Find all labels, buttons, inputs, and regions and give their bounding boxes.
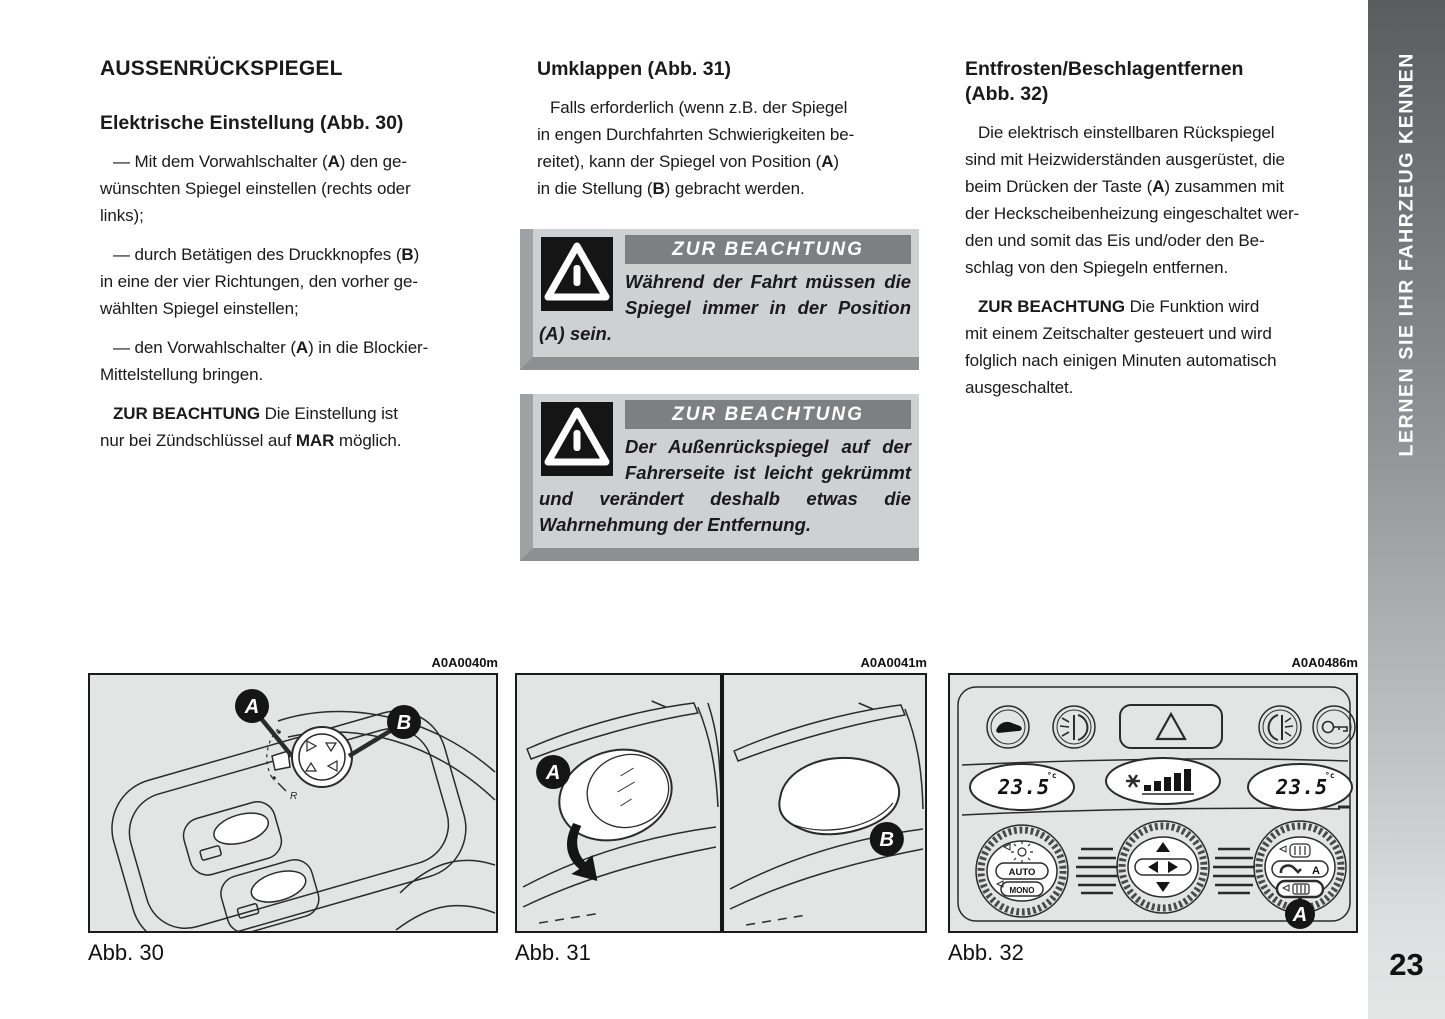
figure-caption: Abb. 31 <box>515 940 591 965</box>
mirror-defrost-icon <box>1279 864 1302 874</box>
auto-button-label: AUTO <box>1009 867 1036 878</box>
paragraph: — den Vorwahlschalter (A) in die Blockie… <box>100 338 429 384</box>
warning-header: ZUR BEACHTUNG <box>625 235 911 264</box>
column-electric-adjustment: AUSSENRÜCKSPIEGEL Elektrische Einstellun… <box>100 57 484 454</box>
callout-a-circle <box>1285 899 1315 929</box>
callout-a-circle <box>235 689 269 723</box>
callout-b-letter: B <box>880 829 895 851</box>
callout-b-circle <box>387 705 421 739</box>
warning-triangle-icon <box>541 402 613 476</box>
warning-text: Während der Fahrt müssen die Spiegel imm… <box>539 271 911 344</box>
callout-a-circle <box>536 755 571 789</box>
hazard-triangle-icon <box>1155 711 1187 741</box>
figure-drawing-mirror-positions: A B <box>515 673 927 933</box>
callout-a-letter: A <box>1292 904 1307 926</box>
page-number: 23 <box>1389 947 1424 982</box>
column-folding: Umklappen (Abb. 31) Falls erforderlich (… <box>520 57 919 561</box>
callout-a-letter: A <box>244 696 259 718</box>
warning-box-driving-position: ZUR BEACHTUNG Während der Fahrt müssen d… <box>520 229 919 370</box>
knob-rotation-mark: R <box>290 791 297 802</box>
rear-fog-light-icon <box>1267 714 1294 741</box>
figure-mirror-switch: A0A0040m <box>88 655 498 966</box>
fan-speed-bars <box>1144 769 1191 791</box>
callout-b-letter: B <box>397 712 411 734</box>
warning-text: Der Außenrückspiegel auf der Fahrerseite… <box>539 436 911 535</box>
figure-code: A0A0486m <box>1291 655 1359 670</box>
callout-b-circle <box>869 822 904 856</box>
left-temp-degree: °c <box>1047 771 1057 780</box>
paragraph: Falls erforderlich (wenn z.B. der Spiege… <box>537 98 855 198</box>
callout-a-letter: A <box>545 762 561 784</box>
right-temp-degree: °c <box>1325 771 1335 780</box>
fan-speed-icon <box>1126 774 1140 788</box>
figure-drawing-climate-controls: 23.5 °c 23.5 °c AUTO MONO A A <box>948 673 1358 933</box>
figure-caption: Abb. 30 <box>88 940 164 965</box>
mirror-defrost-a-label: A <box>1312 865 1320 877</box>
section-title: AUSSENRÜCKSPIEGEL <box>100 57 343 80</box>
paragraph-note: ZUR BEACHTUNG Die Funktion wird mit eine… <box>965 297 1277 397</box>
paragraph-note: ZUR BEACHTUNG Die Einstellung ist nur be… <box>100 404 402 450</box>
rear-window-defrost-icon <box>1289 843 1311 858</box>
air-distribution-knob <box>1116 820 1210 914</box>
headlight-key-icon <box>1321 720 1348 734</box>
warning-triangle-icon <box>541 237 613 311</box>
subsection-title-defrost: Entfrosten/Beschlagentfernen (Abb. 32) <box>965 58 1244 105</box>
figure-mirror-folding: A0A0041m <box>515 655 927 966</box>
warning-box-convex-mirror: ZUR BEACHTUNG Der Außenrückspiegel auf d… <box>520 394 919 561</box>
column-defrost: Entfrosten/Beschlagentfernen (Abb. 32) D… <box>965 57 1343 401</box>
figure-divider-line <box>719 675 725 931</box>
paragraph: Die elektrisch einstellbaren Rückspiegel… <box>965 123 1300 277</box>
mirror-heater-icon <box>1292 883 1310 895</box>
right-temp-display: 23.5 <box>1275 775 1328 799</box>
figure-caption: Abb. 32 <box>948 940 1024 965</box>
auto-mono-knob <box>975 824 1069 918</box>
subsection-title-folding: Umklappen (Abb. 31) <box>537 58 731 80</box>
speaker-grille-lines <box>1076 847 1255 895</box>
figure-climate-panel: A0A0486m <box>948 655 1358 966</box>
figure-code: A0A0041m <box>860 655 928 670</box>
paragraph: — durch Betätigen des Druckknopfes (B) i… <box>100 245 420 318</box>
paragraph: — Mit dem Vorwahlschalter (A) den ge- wü… <box>100 152 411 225</box>
subsection-title-electric: Elektrische Einstellung (Abb. 30) <box>100 112 404 134</box>
figure-drawing-door-panel: R A B <box>88 673 498 933</box>
warning-header: ZUR BEACHTUNG <box>625 400 911 429</box>
bonnet-icon <box>996 721 1022 733</box>
mono-button-label: MONO <box>1010 886 1035 895</box>
chapter-sidebar: LERNEN SIE IHR FAHRZEUG KENNEN 23 <box>1368 0 1445 1019</box>
left-temp-display: 23.5 <box>997 775 1050 799</box>
front-fog-light-icon <box>1059 714 1089 741</box>
chapter-title-vertical: LERNEN SIE IHR FAHRZEUG KENNEN <box>1395 52 1417 457</box>
figure-code: A0A0040m <box>431 655 499 670</box>
